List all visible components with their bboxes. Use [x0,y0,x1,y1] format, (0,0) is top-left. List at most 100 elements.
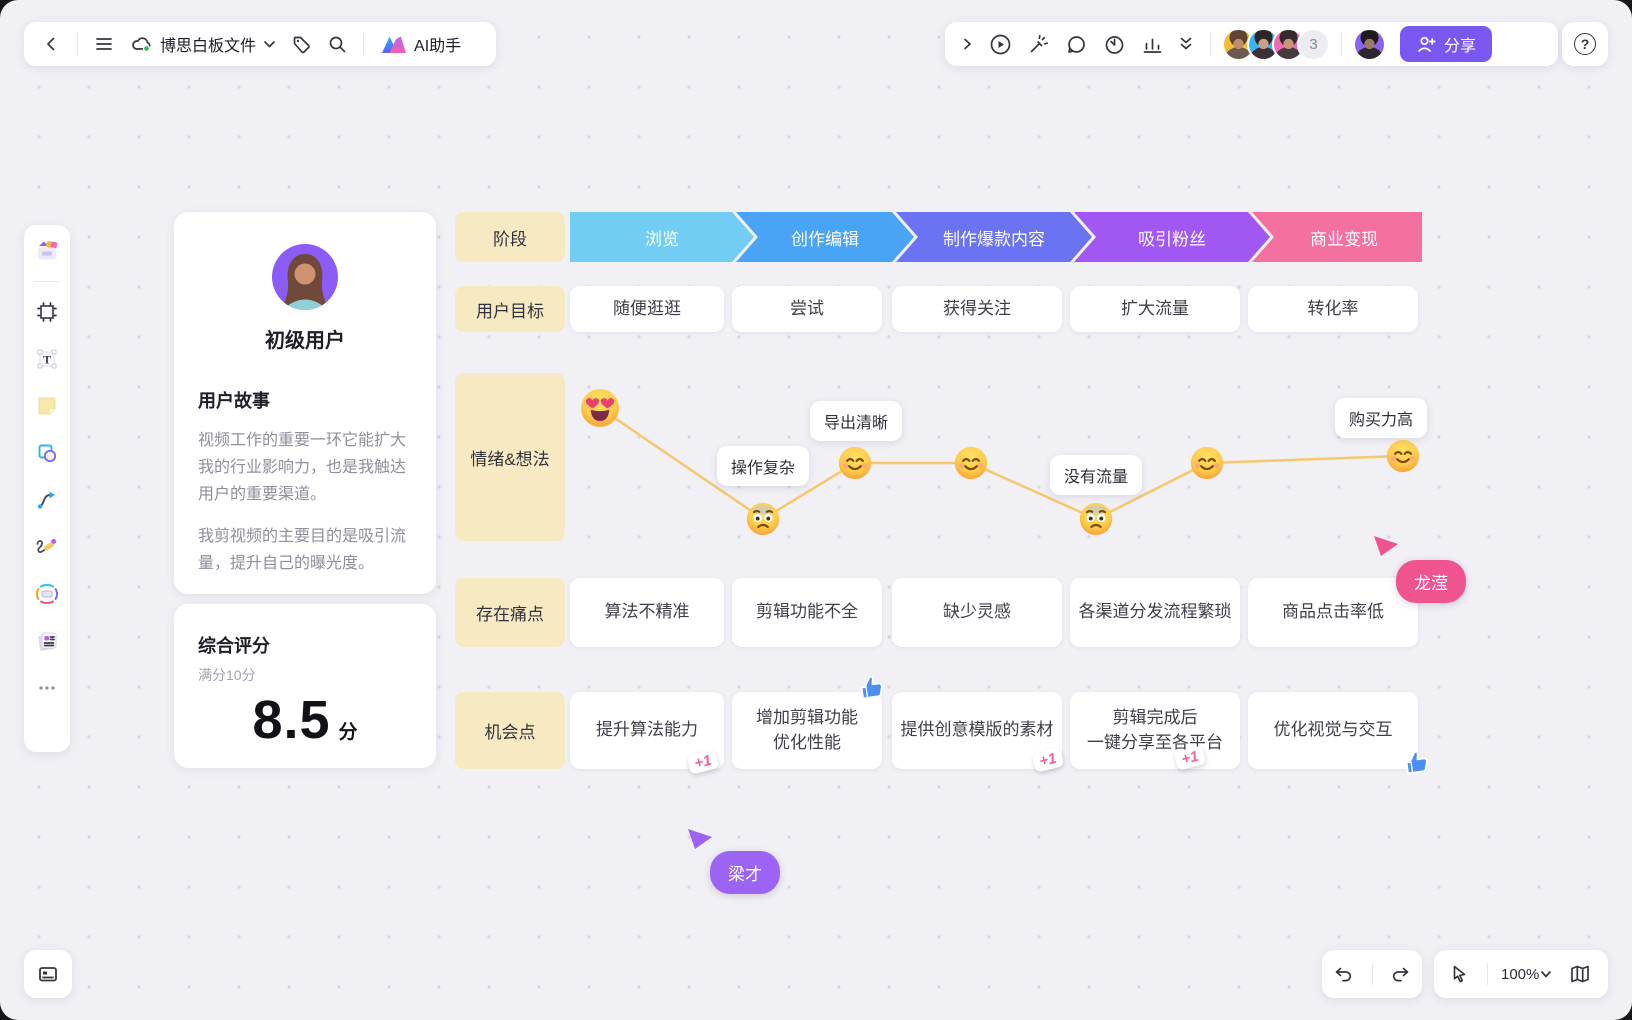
persona-card[interactable]: 初级用户 用户故事 视频工作的重要一环它能扩大我的行业影响力，也是我触达用户的重… [174,212,436,594]
own-avatar[interactable] [1353,27,1386,61]
pain-card[interactable]: 缺少灵感 [892,578,1062,647]
divider [1371,963,1373,985]
document-icon [38,632,57,651]
play-circle-icon [990,34,1010,54]
laser-pointer-icon [1030,34,1048,52]
search-button[interactable] [320,27,354,61]
share-label: 分享 [1444,38,1477,55]
opportunity-card[interactable]: 提升算法能力 [570,692,724,769]
pain-card[interactable]: 算法不精准 [570,578,724,647]
score-unit: 分 [338,722,358,743]
goal-card[interactable]: 获得关注 [892,286,1062,332]
ai-assistant-button[interactable]: AI助手 [373,32,469,56]
zoom-selector[interactable]: 100% [1499,966,1553,983]
opportunity-card[interactable]: 剪辑完成后 一键分享至各平台 [1070,692,1240,769]
notes-panel-icon [39,967,57,982]
stage-chevron[interactable] [1074,212,1270,262]
row-label-pains[interactable]: 存在痛点 [455,578,565,647]
text-tool-button[interactable]: T [30,342,64,376]
score-heading: 综合评分 [198,636,270,656]
tag-icon [293,36,310,54]
connector-tool-button[interactable] [30,483,64,517]
opportunity-card[interactable]: 优化视觉与交互 [1248,692,1418,769]
collapse-toolbar-button[interactable] [955,27,979,61]
laser-pointer-button[interactable] [1021,27,1055,61]
opportunity-card[interactable]: 增加剪辑功能 优化性能 [732,692,882,769]
hamburger-icon [96,38,112,50]
redo-button[interactable] [1384,957,1418,991]
templates-button[interactable] [30,234,64,268]
shape-tool-button[interactable] [30,436,64,470]
undo-button[interactable] [1326,957,1360,991]
back-button[interactable] [34,27,68,61]
comment-button[interactable] [1059,27,1093,61]
pain-card[interactable]: 剪辑功能不全 [732,578,882,647]
goal-card[interactable]: 扩大流量 [1070,286,1240,332]
row-label-emotion[interactable]: 情绪&想法 [455,373,565,541]
stage-chevron[interactable] [736,212,914,262]
pen-tool-button[interactable] [30,530,64,564]
stage-chevron[interactable] [896,212,1092,262]
score-value: 8.5 [252,690,331,750]
emotion-emoji-smile[interactable] [1190,446,1224,480]
templates-icon [38,241,58,260]
stage-chevrons[interactable] [566,212,1426,262]
notes-panel-button[interactable] [24,950,72,998]
row-label-stage[interactable]: 阶段 [455,212,565,262]
pain-card[interactable]: 商品点击率低 [1248,578,1418,647]
goal-card[interactable]: 随便逛逛 [570,286,724,332]
mindmap-icon [36,584,58,604]
present-button[interactable] [983,27,1017,61]
emotion-emoji-smile[interactable] [1386,439,1420,473]
emotion-emoji-smile[interactable] [954,446,988,480]
emotion-emoji-love[interactable] [580,388,620,428]
double-chevron-down-icon [1180,37,1192,50]
help-button[interactable]: ? [1562,22,1608,66]
ai-assistant-label: AI助手 [414,38,462,55]
mindmap-tool-button[interactable] [30,577,64,611]
collaborator-name-tag: 梁才 [710,851,780,894]
ellipsis-icon [39,686,55,690]
pen-icon [36,538,57,553]
emotion-emoji-worried[interactable] [1079,502,1113,536]
story-paragraph: 我剪视频的主要目的是吸引流量，提升自己的曝光度。 [198,527,407,572]
emotion-note[interactable]: 操作复杂 [716,446,810,486]
row-label-goals[interactable]: 用户目标 [455,286,565,332]
collaborator-avatars[interactable]: 3 [1222,27,1330,61]
minimap-button[interactable] [1563,957,1597,991]
persona-title: 初级用户 [265,330,345,352]
persona-avatar [198,244,412,310]
goal-card[interactable]: 尝试 [732,286,882,332]
more-tools-button[interactable] [30,671,64,705]
share-button[interactable]: 分享 [1400,26,1493,62]
avatar [1222,27,1255,61]
score-card[interactable]: 综合评分 满分10分 8.5 分 [174,604,436,768]
timer-button[interactable] [1097,27,1131,61]
row-label-opps[interactable]: 机会点 [455,692,565,769]
opportunity-card[interactable]: 提供创意模版的素材 [892,692,1062,769]
document-tool-button[interactable] [30,624,64,658]
main-menu-button[interactable] [87,27,121,61]
emotion-note[interactable]: 没有流量 [1049,455,1143,495]
toolbar-right: 3 分享 [945,22,1558,66]
sticky-note-button[interactable] [30,389,64,423]
stage-chevron[interactable] [570,212,754,262]
chevron-right-icon [964,38,971,50]
stage-chevron[interactable] [1252,212,1422,262]
emotion-emoji-worried[interactable] [746,502,780,536]
frame-tool-button[interactable] [30,295,64,329]
emotion-emoji-smile[interactable] [838,446,872,480]
collaborator-cursor [1372,531,1400,564]
more-tools-button[interactable] [1173,27,1199,61]
score-subheading: 满分10分 [198,667,256,683]
chevron-down-icon [1541,971,1552,978]
poll-button[interactable] [1135,27,1169,61]
emotion-note[interactable]: 导出清晰 [809,401,903,441]
file-name-chip[interactable]: 博思白板文件 [123,32,282,56]
tag-button[interactable] [284,27,318,61]
goal-card[interactable]: 转化率 [1248,286,1418,332]
pain-card[interactable]: 各渠道分发流程繁琐 [1070,578,1240,647]
pointer-tool-button[interactable] [1442,957,1476,991]
emotion-note[interactable]: 购买力高 [1334,398,1428,438]
